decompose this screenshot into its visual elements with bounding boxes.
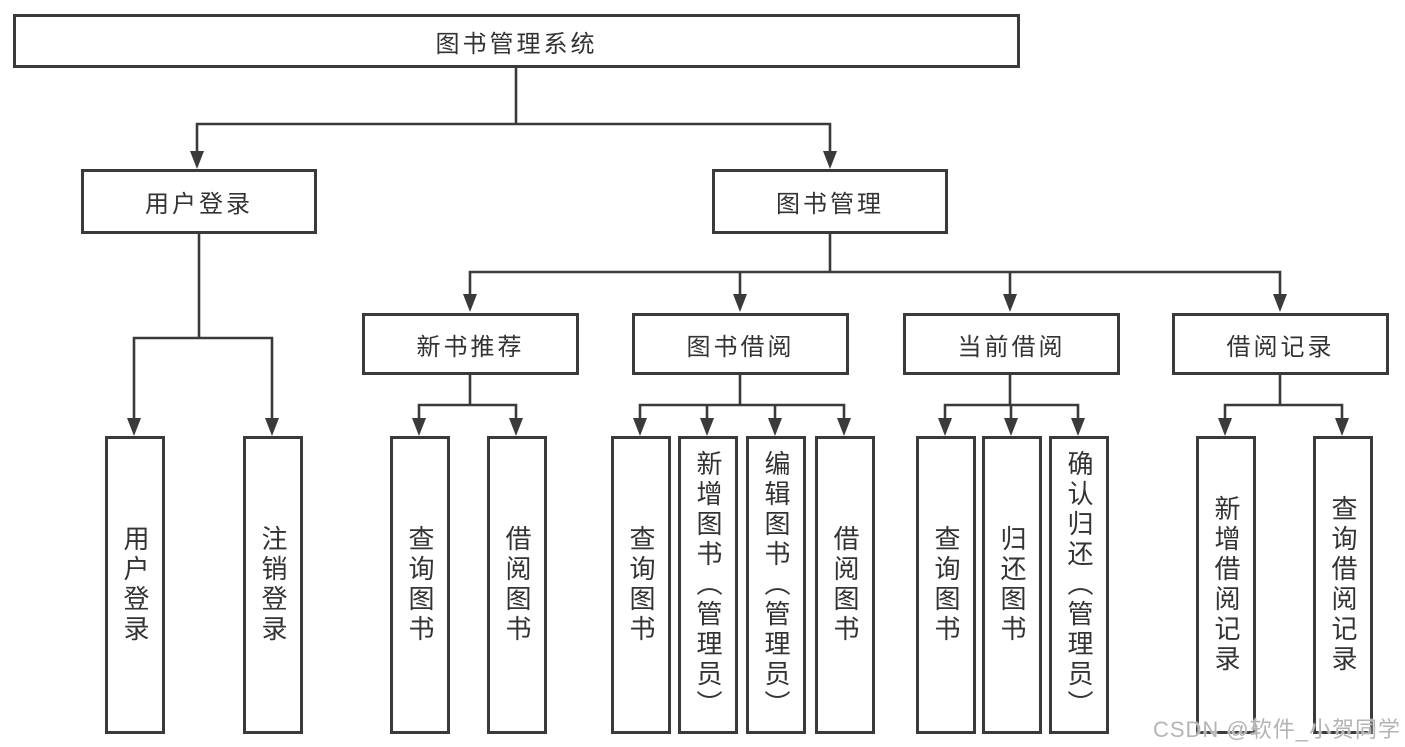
node-book-borrowing: 图书借阅 [632,313,849,375]
node-current-borrowing: 当前借阅 [903,313,1120,375]
arrowhead [837,418,851,436]
arrowhead [412,418,426,436]
arrowhead [733,294,747,312]
arrowhead [700,418,714,436]
arrowhead [127,418,141,436]
leaf-query-borrow-record: 查询借阅记录 [1313,436,1373,734]
arrowhead [1273,294,1287,312]
connector-records-to-leaves [1223,373,1344,422]
connector-bookmgmt-to-level3 [468,232,1282,298]
arrowhead [1218,418,1232,436]
watermark: CSDN @软件_小贺同学 [1152,717,1401,742]
arrowhead [768,418,782,436]
arrowhead [823,151,837,169]
node-book-management: 图书管理 [712,169,948,234]
arrowhead [1004,418,1018,436]
node-user-login: 用户登录 [81,169,317,234]
arrowhead [1071,418,1085,436]
leaf-confirm-return-admin: 确认归还（管理员） [1049,436,1109,734]
connector-root-to-level2 [195,66,832,155]
arrowhead [1335,418,1349,436]
arrowhead [1003,294,1017,312]
arrowhead [463,294,477,312]
leaf-query-books-current: 查询图书 [916,436,976,734]
arrowhead [938,418,952,436]
leaf-query-books-recommend: 查询图书 [390,436,450,734]
leaf-add-borrow-record: 新增借阅记录 [1196,436,1256,734]
connector-currentborrow-to-leaves [943,373,1080,422]
node-borrowing-records: 借阅记录 [1172,313,1389,375]
leaf-return-books: 归还图书 [982,436,1042,734]
leaf-query-books-borrow: 查询图书 [611,436,671,734]
node-library-management-system: 图书管理系统 [13,14,1020,68]
leaf-borrow-books: 借阅图书 [815,436,875,734]
arrowhead [190,151,204,169]
node-new-book-recommend: 新书推荐 [362,313,579,375]
leaf-logout: 注销登录 [243,436,303,734]
leaf-edit-book-admin: 编辑图书（管理员） [746,436,806,734]
leaf-add-book-admin: 新增图书（管理员） [678,436,738,734]
leaf-user-login: 用户登录 [105,436,165,734]
connector-userlogin-to-leaves [132,232,274,422]
leaf-borrow-books-recommend: 借阅图书 [487,436,547,734]
connector-newbook-to-leaves [417,373,518,422]
arrowhead [509,418,523,436]
arrowhead [265,418,279,436]
connector-bookborrow-to-leaves [638,373,846,422]
arrowhead [633,418,647,436]
